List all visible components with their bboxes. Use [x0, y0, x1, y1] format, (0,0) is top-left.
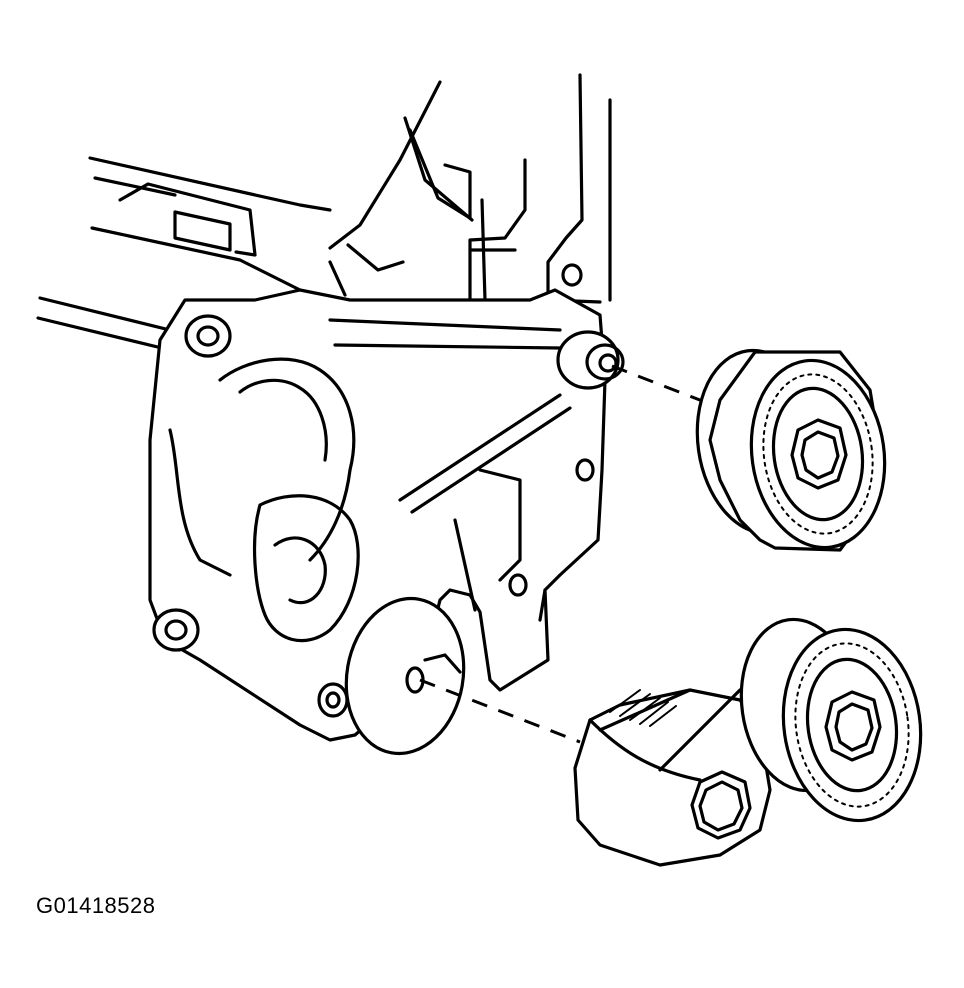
idler-alignment-line [611, 364, 706, 404]
bracket-holes [508, 263, 595, 597]
belt-tensioner-assembly [573, 617, 923, 867]
accessory-bracket [148, 288, 607, 742]
figure-id-label: G01418528 [36, 893, 156, 918]
upper-right-pivot-boss [556, 330, 625, 390]
lower-left-boss [152, 608, 200, 652]
tensioner-mounting-disc [344, 596, 466, 756]
upper-left-boss [184, 314, 232, 358]
idler-pulley [695, 348, 887, 552]
tensioner-alignment-line [419, 678, 581, 744]
lower-boss [317, 682, 349, 718]
